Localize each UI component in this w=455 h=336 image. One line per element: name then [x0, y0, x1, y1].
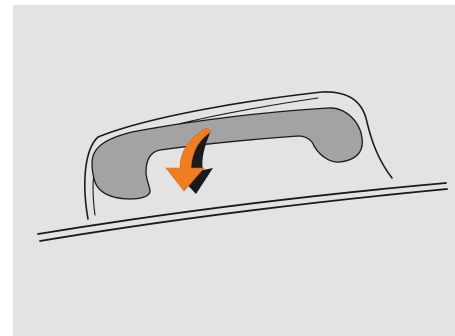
illustration-panel — [13, 5, 455, 336]
surface-line-icon — [38, 183, 447, 241]
telephone-handset-icon — [92, 108, 362, 199]
surface-line-lower — [40, 189, 447, 241]
surface-line-upper — [38, 183, 446, 234]
handset-body — [92, 108, 362, 199]
hang-up-illustration — [13, 5, 455, 336]
